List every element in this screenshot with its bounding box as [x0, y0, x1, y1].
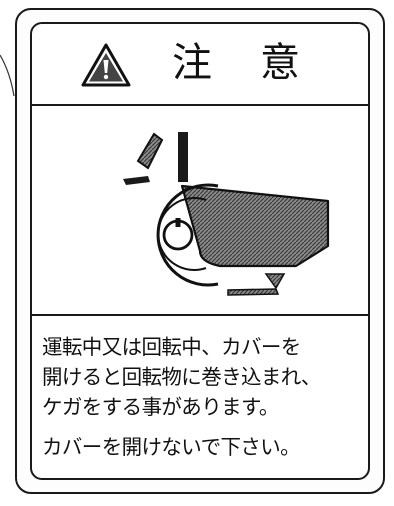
pictogram-panel: [32, 106, 368, 316]
caution-label: 注 意: [30, 22, 370, 480]
label-header: 注 意: [32, 24, 368, 106]
hand-caught-in-roller-icon: [123, 132, 330, 296]
caution-title-char-2: 意: [260, 40, 300, 86]
message-line-3: ケガをする事があります。: [42, 395, 279, 419]
caution-message: 運転中又は回転中、カバーを 開けると回転物に巻き込まれ、 ケガをする事があります…: [32, 316, 368, 478]
message-line-2: 開けると回転物に巻き込まれ、: [42, 365, 321, 389]
message-line-1: 運転中又は回転中、カバーを: [42, 335, 301, 359]
caution-title-char-1: 注: [172, 40, 212, 86]
instruction-line: カバーを開けないで下さい。: [42, 435, 301, 459]
warning-triangle-icon: [81, 43, 131, 87]
